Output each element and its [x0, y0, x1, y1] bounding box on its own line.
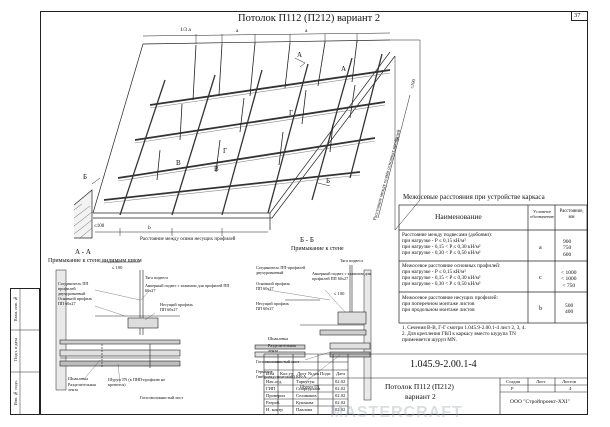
spacing-group-3: Межосевое расстояние несущих профилей: п…: [402, 295, 499, 313]
sheet-number-box: [571, 11, 588, 21]
sheet-number: 37: [574, 12, 581, 19]
aa-sheet-label: Гипсоволокнистый лист: [140, 395, 184, 400]
label-ribs-spacing: Расстояние между осями несущих профилей: [140, 237, 236, 242]
spacing-vals-a: 900 750 600: [563, 239, 572, 258]
aa-hanger-label: Анкерный подвес с зажимом для профилей П…: [145, 283, 230, 293]
tb-row-name: Тарнутун: [296, 379, 315, 384]
bb-dim: ≤ 100: [334, 291, 345, 296]
tb-row-role: ГИП: [266, 386, 276, 391]
aa-putty-label: Шпаклевка: [68, 376, 89, 381]
section-mark-a-2: А: [341, 65, 347, 73]
tb-row-date: 02.02: [335, 400, 346, 405]
tb-head-list: Лист: [297, 371, 307, 376]
section-aa-subtitle: Примыкание к стене видимым швом: [48, 258, 142, 264]
dim-label-le100: ≤100: [94, 224, 105, 229]
tb-row-name: Кушнова: [296, 400, 314, 405]
watermark: MASTERCRAFT: [330, 404, 463, 421]
dim-label-third-a: 1/3 a: [180, 27, 191, 33]
bb-conn-label: Соединитель ПП-профилей двухуровневый: [256, 265, 306, 275]
aa-bearing-label: Несущий профиль ПП 60х27: [160, 302, 194, 312]
tb-code: 1.045.9-2.00.1-4: [410, 359, 477, 370]
bb-rod-label: Тяга подвеса: [340, 258, 363, 263]
spacing-sym-b: b: [539, 306, 542, 312]
dim-label-a-2: a: [305, 28, 308, 34]
spacing-col-sym: Условное обозначение: [530, 209, 554, 220]
bb-screw-label: Шуруп TN: [300, 384, 320, 389]
tb-row-name: Павлова: [296, 407, 313, 412]
tb-sheets-val: 4: [569, 386, 572, 391]
spacing-vals-c: < 1000 < 1000 < 750: [561, 270, 577, 289]
bb-hanger-label: Анкерный подвес с зажимом для профилей П…: [312, 271, 371, 281]
tb-stage-val: Р: [511, 386, 514, 391]
tb-row-name: Селиваков: [296, 393, 317, 398]
aa-conn-label: Соединитель ПП профилей двухуровневый: [58, 281, 89, 296]
spacing-group-2: Межосевое расстояние основных профилей: …: [402, 263, 501, 287]
tb-head-sign: Подп.: [320, 371, 332, 376]
left-strip-sign: Подп. и дата: [13, 338, 18, 361]
section-mark-b: Б: [326, 177, 331, 185]
spacing-group-1: Расстояние между подвесами (добоями): пр…: [402, 232, 493, 256]
section-mark-v: В: [176, 159, 181, 167]
tb-row-date: 02.02: [335, 386, 346, 391]
tb-row-role: Разраб.: [266, 400, 281, 405]
sheet-frame: [40, 11, 588, 415]
dim-label-a: a: [236, 28, 239, 34]
tb-row-name: Спиридонов: [296, 386, 321, 391]
spacing-vals-b: 500 400: [565, 303, 574, 316]
section-aa-title: А - А: [75, 248, 91, 256]
spacing-col-name: Наименование: [435, 212, 482, 221]
dim-label-c: c: [397, 136, 400, 142]
notes: 1. Сечения В-В, Г-Г смотри 1.045.9-2.00.…: [402, 325, 526, 343]
bb-tape-label: Разделительная лента: [268, 343, 296, 353]
aa-rod-label: Тяга подвеса: [145, 275, 168, 280]
tb-row-date: 02.02: [335, 407, 346, 412]
bb-putty-label: Шпаклевка: [268, 336, 289, 341]
bb-bearing-label: Несущий профиль ПП 60х27: [256, 301, 290, 311]
bb-main-label: Основной профиль ПП 60х27: [256, 281, 291, 291]
tb-row-role: Нач.отд.: [266, 379, 283, 384]
tb-stage-head: Стадия: [506, 379, 521, 384]
section-mark-a: А: [297, 51, 303, 59]
aa-screw-label: Шуруп TN (к ПНП-профилю не крепится): [108, 377, 166, 387]
section-bb-subtitle: Примыкание к стене: [291, 246, 344, 252]
section-bb-title: Б - Б: [300, 236, 314, 244]
left-strip-replace: Взам. инв. №: [13, 296, 18, 322]
tb-company: ООО "Стройпроект-ХХI": [510, 399, 570, 405]
aa-main-label: Основной профиль ПП 60х27: [58, 296, 93, 306]
tb-sheets-head: Листов: [562, 379, 577, 384]
section-mark-b-2: Б: [83, 173, 88, 181]
section-aa-dim: ≤ 100: [112, 265, 123, 270]
bb-sealant-label: Герметик ('виброакустический') КВ-А: [256, 369, 307, 379]
tb-name-line2: вариант 2: [405, 392, 436, 401]
tb-row-role: Н. контр: [266, 407, 283, 412]
tb-head-kol: Кол.уч: [280, 371, 294, 376]
spacing-sym-c: c: [539, 275, 542, 281]
bb-sheet-label: Гипсоволокнистый лист: [256, 359, 300, 364]
left-strip-inv: Инв. № подл.: [13, 380, 18, 406]
tb-row-role: Проверил: [266, 393, 286, 398]
tb-head-date: Дата: [336, 371, 346, 376]
tb-row-date: 02.02: [335, 379, 346, 384]
section-mark-g: Г: [289, 109, 294, 117]
left-strip-frame: [10, 288, 40, 415]
spacing-heading: Межосевые расстояния при устройстве карк…: [403, 193, 545, 201]
tb-head-doc: №док: [308, 371, 320, 376]
section-mark-g-2: Г: [223, 147, 228, 155]
spacing-sym-a: a: [539, 245, 542, 251]
tb-name-line1: Потолок П112 (П212): [385, 382, 454, 391]
tb-head-izm: Изм: [266, 371, 274, 376]
aa-tape-label: Разделительная лента: [68, 382, 96, 392]
tb-sheet-head: Лист: [536, 379, 546, 384]
dim-label-b: b: [148, 225, 151, 231]
spacing-col-dist: Расстояние, мм: [559, 209, 584, 220]
tb-row-date: 02.02: [335, 393, 346, 398]
page-title: Потолок П112 (П212) вариант 2: [238, 13, 381, 24]
section-mark-v-2: В: [214, 165, 219, 173]
